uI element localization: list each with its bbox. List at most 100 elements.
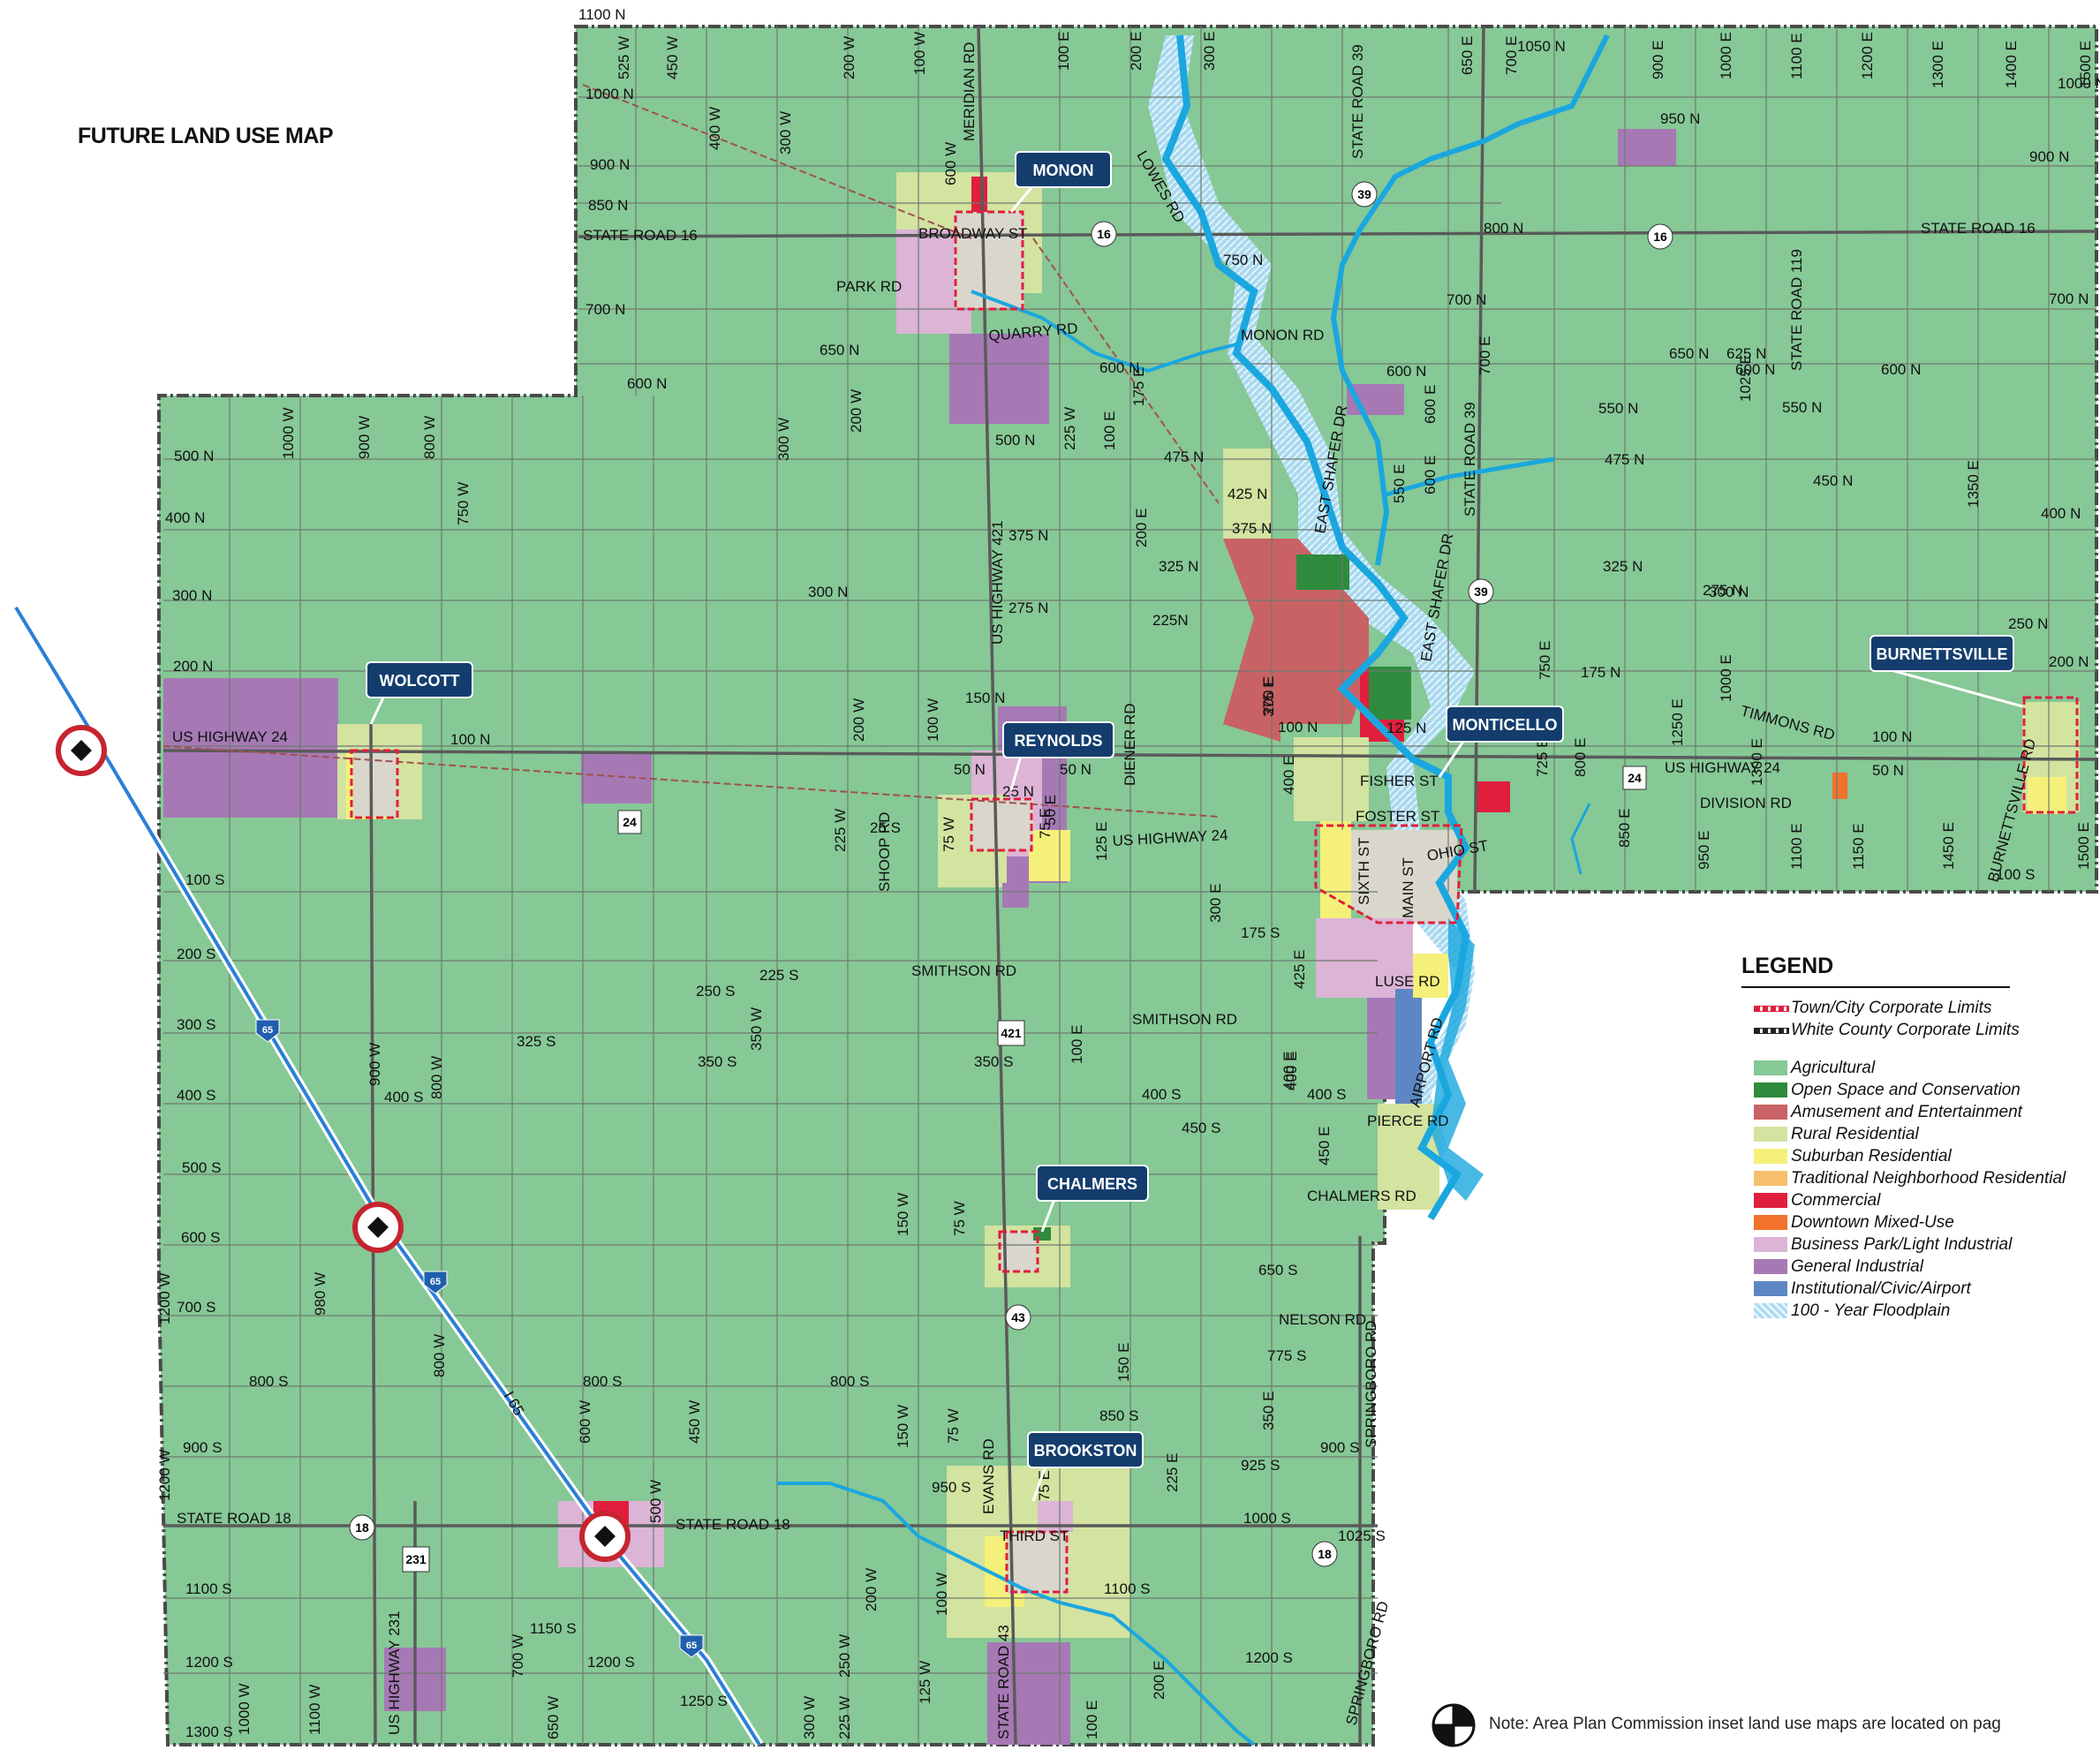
road-label: 200 N	[2049, 653, 2089, 670]
legend-swatch	[1754, 1281, 1787, 1296]
road-label: 1000 W	[280, 407, 297, 459]
road-label: 500 N	[995, 432, 1035, 449]
road-label: 950 N	[1660, 110, 1700, 127]
road-name-label: CHALMERS RD	[1307, 1188, 1416, 1204]
legend-title: LEGEND	[1741, 954, 1834, 978]
road-name-label: NELSON RD	[1279, 1311, 1366, 1328]
road-label: 1300 S	[185, 1724, 233, 1740]
road-label: 50 E	[1042, 795, 1059, 826]
road-label: 1000 W	[236, 1683, 253, 1735]
road-label: 325 N	[1159, 558, 1198, 575]
road-label: 400 S	[1142, 1086, 1181, 1103]
town-callout: REYNOLDS	[1002, 721, 1114, 791]
road-name-label: STATE ROAD 16	[1921, 220, 2036, 237]
town-corporate-limits	[350, 210, 2079, 1594]
railroad	[162, 84, 1220, 818]
road-label: 900 W	[366, 1043, 383, 1086]
callout-box	[1002, 721, 1114, 758]
commercial	[971, 177, 987, 212]
road-label: 700 E	[1477, 336, 1493, 375]
open-space	[1296, 554, 1349, 590]
road-name-label: PARK RD	[836, 278, 902, 295]
legend-line-symbol	[1754, 1028, 1789, 1034]
road-label: 50 N	[1060, 761, 1092, 778]
business-park	[1316, 918, 1413, 998]
road-label: 600 S	[181, 1229, 220, 1246]
road-label: 1100 S	[185, 1580, 232, 1597]
legend-swatch	[1754, 1127, 1787, 1142]
town-name: BROOKSTON	[1034, 1442, 1137, 1460]
road-label: 175 S	[1241, 924, 1280, 941]
legend-boundary-item: Town/City Corporate Limits	[1741, 997, 2095, 1019]
road-name-label: FOSTER ST	[1356, 808, 1439, 825]
callout-box	[1036, 1165, 1149, 1202]
road-label: 350 E	[1260, 1392, 1277, 1430]
legend-swatch	[1754, 1082, 1787, 1098]
road-label: 700 N	[2049, 290, 2089, 307]
road-label: 1100 E	[1788, 33, 1805, 79]
town-area	[1320, 830, 1457, 923]
road-label: 150 W	[895, 1193, 911, 1236]
road-label: 550 N	[1598, 400, 1638, 417]
road-label: 400 S	[1307, 1086, 1346, 1103]
road-label: 800 W	[421, 416, 438, 459]
town-name: CHALMERS	[1047, 1175, 1137, 1193]
general-industrial	[949, 334, 1049, 424]
road-label: 550 E	[1391, 464, 1408, 503]
road-name-label: US HIGHWAY 231	[386, 1611, 403, 1735]
callout-box	[1446, 705, 1564, 743]
road-label: 1200 W	[156, 1449, 173, 1501]
road-name-label: DIENER RD	[1122, 703, 1138, 786]
road-label: 125 W	[917, 1661, 933, 1704]
road-label: 700 S	[177, 1299, 215, 1316]
svg-text:65: 65	[686, 1641, 697, 1651]
road-label: 1150 E	[1850, 823, 1867, 870]
road-label: 450 S	[1182, 1120, 1220, 1136]
road-label: 650 W	[545, 1696, 562, 1739]
road-label: 200 E	[1260, 676, 1277, 715]
road-label: 200 E	[1151, 1661, 1167, 1700]
road-label: 400 E	[1283, 1052, 1300, 1090]
road-label: 1200 S	[587, 1654, 635, 1671]
road-label: 1025 S	[1338, 1527, 1386, 1544]
town-callout: BURNETTSVILLE	[1870, 635, 2023, 708]
floodplain	[1148, 35, 1475, 1201]
road-label: 980 W	[312, 1272, 329, 1316]
road-label: 150 W	[895, 1405, 911, 1448]
road-label: 1000 N	[585, 86, 634, 102]
road-label: 300 E	[1207, 884, 1224, 923]
road-label: 125 N	[1386, 720, 1426, 736]
road-label: 225 W	[836, 1696, 853, 1739]
road-label: 200 W	[863, 1568, 880, 1611]
road-label: 1350 E	[1965, 460, 1982, 508]
road-label: 650 E	[1459, 36, 1476, 75]
callout-leader	[1009, 755, 1023, 791]
commercial	[1832, 773, 1847, 799]
road-label: 700 N	[585, 301, 625, 318]
road-label: 700 E	[1503, 36, 1520, 75]
road-label: 650 N	[820, 342, 859, 358]
road-label: 450 N	[1813, 472, 1853, 489]
road-label: 100 S	[1996, 866, 2035, 883]
road-label: 1300 E	[1749, 738, 1765, 786]
road-label: 1000 E	[1718, 32, 1734, 79]
road-label: 175 N	[1581, 664, 1620, 681]
commercial	[1477, 781, 1510, 812]
road-label: 200 E	[1128, 32, 1144, 71]
road-name-label: STATE ROAD 39	[1349, 44, 1366, 159]
road-label: 275 N	[1008, 600, 1048, 616]
road-label: 200 E	[1133, 509, 1150, 547]
legend-boundary-item: White County Corporate Limits	[1741, 1019, 2095, 1041]
road-name-label: SHOOP RD	[876, 812, 893, 892]
interchange-icon	[56, 725, 631, 1562]
rural-residential	[1223, 449, 1272, 539]
callout-box	[1015, 151, 1112, 188]
road-label: 250 N	[2008, 615, 2048, 632]
road-label: 900 S	[183, 1439, 222, 1456]
road-name-label: STATE ROAD 16	[583, 227, 698, 244]
road-label: 750 E	[1537, 641, 1553, 680]
legend-land-use-item: Commercial	[1741, 1189, 2095, 1211]
road-name-label: STATE ROAD 119	[1788, 249, 1805, 371]
legend-label: Town/City Corporate Limits	[1791, 999, 1992, 1017]
